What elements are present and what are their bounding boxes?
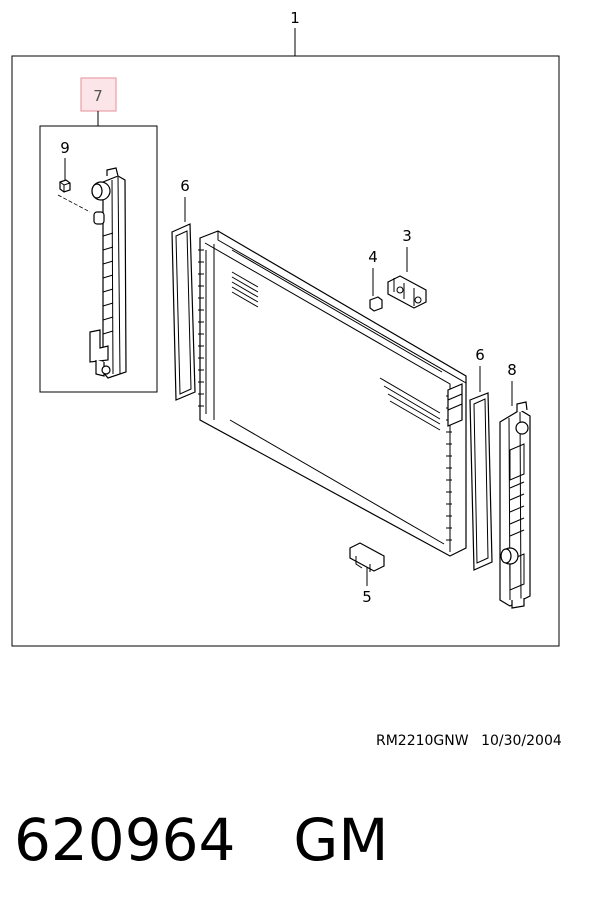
- cap-part: [57, 179, 91, 213]
- clip-part: [369, 296, 383, 312]
- drawing-reference: RM2210GNW 10/30/2004: [376, 733, 562, 749]
- drawing-id: RM2210GNW: [376, 733, 469, 749]
- brand-name: GM: [293, 806, 389, 874]
- lower-bracket-part: [349, 542, 385, 572]
- callout-8: 8: [507, 361, 517, 379]
- left-tank-part: [89, 167, 127, 379]
- left-seal-part: [171, 223, 196, 401]
- upper-bracket-part: [387, 275, 427, 309]
- callout-9: 9: [60, 139, 70, 157]
- callout-3: 3: [402, 227, 412, 245]
- callout-5: 5: [362, 588, 372, 606]
- assembly-frame: [11, 55, 560, 647]
- right-seal-part: [469, 392, 493, 571]
- callout-7: 7: [93, 87, 103, 105]
- part-footer: 620964 GM: [14, 800, 388, 880]
- part-number: 620964: [14, 806, 236, 874]
- callout-6-right: 6: [475, 346, 485, 364]
- drawing-date: 10/30/2004: [481, 733, 562, 749]
- right-tank-part: [499, 401, 531, 609]
- radiator-core-part: [198, 230, 467, 557]
- callout-7-highlight: [80, 77, 117, 112]
- callout-6-left: 6: [180, 177, 190, 195]
- callout-4: 4: [368, 248, 378, 266]
- callout-1: 1: [290, 9, 300, 27]
